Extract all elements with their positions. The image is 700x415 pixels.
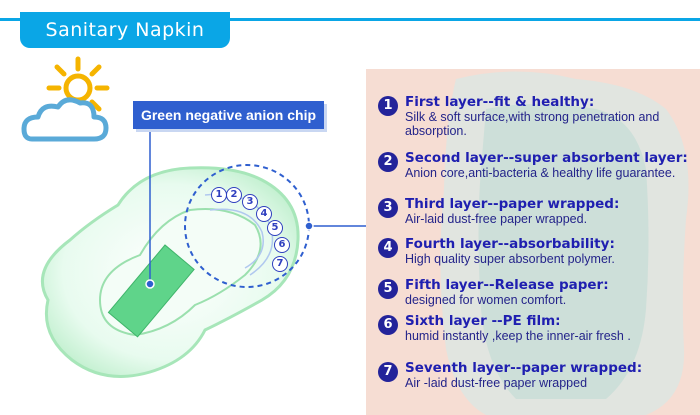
marker-3: 3 [242,194,258,210]
layer-description: Air-laid dust-free paper wrapped. [405,212,588,226]
marker-6: 6 [274,237,290,253]
sun-cloud-icon [21,56,110,142]
napkin-diagram [40,128,366,378]
layer-title: Second layer--super absorbent layer: [405,150,688,166]
napkin-photo-backdrop [440,71,689,415]
marker-5: 5 [267,220,283,236]
layer-description: Air -laid dust-free paper wrapped [405,376,588,390]
marker-7: 7 [272,256,288,272]
layer-number: 7 [378,362,398,382]
layer-description: designed for women comfort. [405,293,567,307]
layer-number: 3 [378,198,398,218]
layer-title: Fourth layer--absorbability: [405,236,615,252]
layer-title: Seventh layer--paper wrapped: [405,360,643,376]
layer-title: Fifth layer--Release paper: [405,277,609,293]
layer-description: Anion core,anti-bacteria & healthy life … [405,166,676,180]
marker-4: 4 [256,206,272,222]
layer-number: 2 [378,152,398,172]
marker-2: 2 [226,187,242,203]
layer-description: Silk & soft surface,with strong penetrat… [405,110,660,138]
page-title: Sanitary Napkin [20,12,230,48]
layer-description: humid instantly ,keep the inner-air fres… [405,329,631,343]
marker-1: 1 [211,187,227,203]
layer-number: 4 [378,238,398,258]
layer-description: High quality super absorbent polymer. [405,252,615,266]
layer-title: Third layer--paper wrapped: [405,196,620,212]
layer-title: Sixth layer --PE film: [405,313,561,329]
anion-chip [107,244,195,338]
chip-label: Green negative anion chip [133,101,324,129]
layer-number: 5 [378,279,398,299]
layer-number: 6 [378,315,398,335]
layer-panel [366,69,700,415]
layer-title: First layer--fit & healthy: [405,94,595,110]
layer-number: 1 [378,96,398,116]
header-rule [0,18,700,21]
